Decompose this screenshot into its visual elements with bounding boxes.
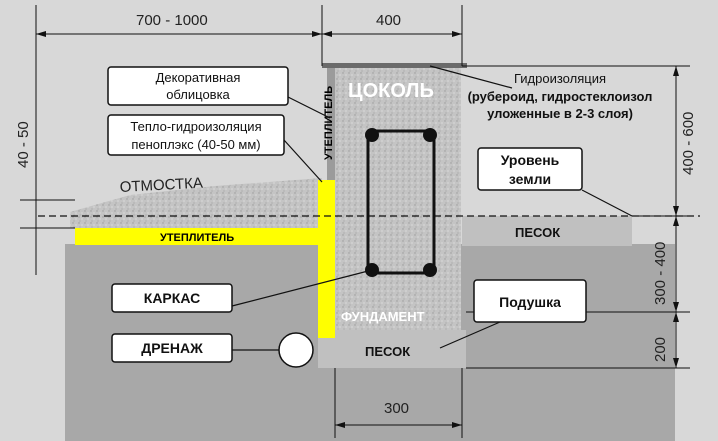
dim-top-left: 700 - 1000: [136, 12, 208, 29]
callout-level-line2: земли: [509, 171, 551, 187]
cokol-label: ЦОКОЛЬ: [348, 80, 434, 102]
fundament-label: ФУНДАМЕНТ: [341, 309, 425, 324]
dim-bottom: 300: [384, 400, 409, 417]
callout-waterproofing: Гидроизоляция (рубероид, гидростеклоизол…: [429, 65, 653, 121]
foundation-body: [335, 66, 461, 330]
drain-pipe: [278, 332, 314, 368]
callout-drenazh: ДРЕНАЖ: [111, 333, 279, 363]
callout-gidro-line1: Гидроизоляция: [514, 71, 606, 86]
dim-right-top: 400 - 600: [680, 112, 697, 175]
callout-karkas: КАРКАС: [111, 269, 373, 313]
callout-gidro-line3: уложенные в 2-3 слоя): [487, 106, 633, 121]
dim-left-vertical: 40 - 50: [15, 121, 32, 168]
callout-podushka: Подушка: [439, 279, 587, 349]
insulation-vertical: [318, 180, 335, 338]
insulation-horizontal: [75, 228, 331, 245]
dimension-lines: [20, 5, 690, 438]
insulation-vertical-label: УТЕПЛИТЕЛЬ: [323, 86, 335, 160]
waterproofing-layer: [322, 63, 467, 68]
rebar-bottom-right: [423, 263, 437, 277]
otmostka-label: ОТМОСТКА: [119, 175, 203, 196]
sand-right-label: ПЕСОК: [515, 225, 560, 240]
callout-thermal: Тепло-гидроизоляция пеноплэкс (40-50 мм): [107, 114, 323, 183]
callout-decor: Декоративная облицовка: [107, 66, 331, 119]
callout-ground-level: Уровень земли: [477, 147, 633, 217]
callout-thermal-line2: пеноплэкс (40-50 мм): [131, 137, 260, 152]
callout-karkas-text: КАРКАС: [144, 290, 200, 306]
insulation-horizontal-label: УТЕПЛИТЕЛЬ: [160, 232, 234, 244]
sand-cushion-label: ПЕСОК: [365, 344, 410, 359]
sand-layer-right: [462, 216, 632, 246]
callout-thermal-line1: Тепло-гидроизоляция: [130, 119, 261, 134]
rebar-top-right: [423, 128, 437, 142]
decorative-cladding: [327, 68, 335, 180]
callout-drenazh-text: ДРЕНАЖ: [141, 340, 203, 356]
dim-right-middle: 300 - 400: [652, 242, 669, 305]
rebar-top-left: [365, 128, 379, 142]
callout-podushka-text: Подушка: [499, 294, 561, 310]
sand-cushion: [318, 330, 466, 368]
callout-decor-line2: облицовка: [166, 87, 230, 102]
dim-right-bottom: 200: [652, 337, 669, 362]
callout-decor-line1: Декоративная: [156, 70, 241, 85]
callout-gidro-line2: (рубероид, гидростеклоизол: [468, 89, 653, 104]
callout-level-line1: Уровень: [501, 152, 560, 168]
dim-top-right: 400: [376, 12, 401, 29]
rebar-cage: [366, 129, 436, 275]
